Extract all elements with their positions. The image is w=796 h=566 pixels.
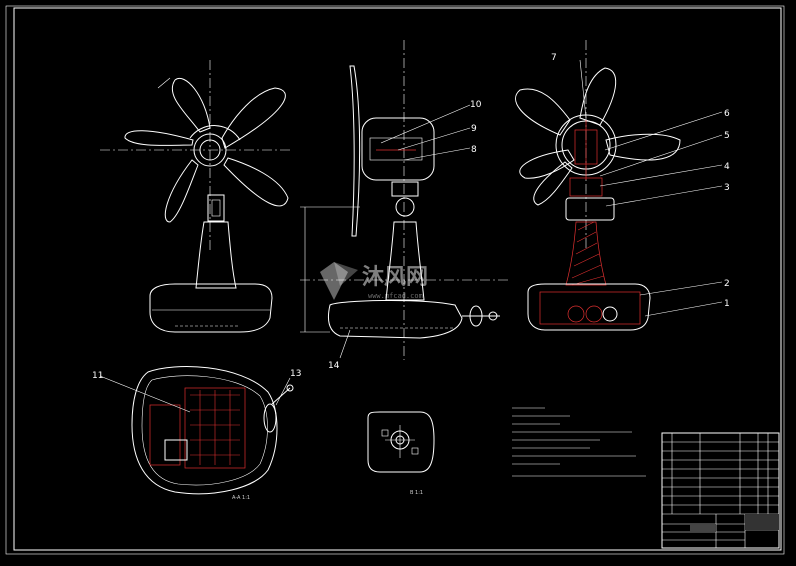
watermark: 沐风网 www.mfcad.com [320, 262, 428, 300]
part-number-labels: 1 2 3 4 5 6 7 8 9 10 11 13 14 [92, 53, 730, 381]
part-number: 7 [551, 53, 557, 63]
watermark-url: www.mfcad.com [368, 292, 423, 300]
motor-housing [361, 117, 435, 181]
watermark-logo-icon [320, 262, 358, 300]
fan-blade [124, 130, 194, 146]
part-number: 10 [470, 100, 482, 110]
front-view [100, 60, 290, 333]
technical-notes [512, 407, 646, 477]
top-section-view: A-A 1:1 [99, 366, 294, 501]
fan-base-front [149, 283, 273, 333]
base-section [527, 283, 651, 331]
section-view [515, 40, 723, 331]
detail-view: B 1:1 [367, 411, 435, 496]
svg-text:A-A 1:1: A-A 1:1 [232, 495, 250, 501]
part-number: 14 [328, 361, 340, 371]
fan-blade [164, 159, 199, 223]
part-number: 5 [724, 131, 730, 141]
part-number: 6 [724, 109, 730, 119]
base-top-outline [131, 366, 278, 495]
part-number: 2 [724, 279, 730, 289]
motor-block [565, 197, 615, 221]
part-number: 3 [724, 183, 730, 193]
title-block [661, 432, 780, 549]
part-number: 8 [471, 145, 477, 155]
side-view [300, 40, 510, 360]
part-number: 4 [724, 162, 730, 172]
part-number: 1 [724, 299, 730, 309]
inner-border [13, 7, 782, 551]
fan-blade [223, 157, 289, 207]
part-number: 9 [471, 124, 477, 134]
fan-blade [221, 87, 286, 149]
part-number: 11 [92, 371, 103, 381]
fan-base-side [327, 300, 463, 339]
outer-border [5, 5, 785, 555]
fan-blade [171, 77, 211, 133]
svg-text:B 1:1: B 1:1 [410, 490, 423, 496]
part-number: 13 [290, 369, 301, 379]
watermark-brand: 沐风网 [362, 265, 428, 290]
